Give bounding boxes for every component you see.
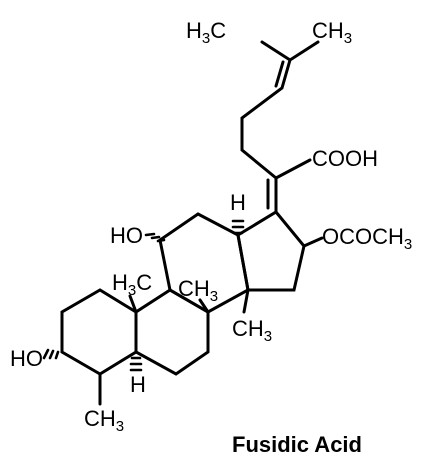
c14-methyl-bond [242, 288, 250, 314]
hashed-bonds [42, 219, 245, 372]
c3-hydroxyl-label: HO [10, 346, 43, 371]
side-chain-right-methyl-label: CH3 [312, 18, 352, 47]
acetoxy-bond [302, 236, 324, 248]
side-chain-double-bond [274, 60, 285, 88]
c4-methyl-label: CH3 [84, 406, 124, 435]
c8-methyl-bond [198, 298, 210, 314]
ring-d-bonds [236, 210, 306, 292]
c5-hydrogen-label: H [130, 372, 146, 397]
c13-hydrogen-hashed-bond [231, 219, 245, 235]
c13-hydrogen-label: H [230, 190, 246, 215]
c10-methyl-bond [128, 294, 138, 314]
c5-hydrogen-hashed-bond [129, 356, 143, 372]
c10-methyl-label: H3C [112, 270, 152, 299]
bond-skeleton [60, 40, 324, 406]
ring-b-bonds [134, 288, 210, 376]
acetoxy-label: OCOCH3 [322, 224, 412, 253]
c14-methyl-label: CH3 [232, 316, 272, 345]
c3-hydroxyl-hashed-bond [42, 348, 60, 360]
c8-methyl-label: CH3 [178, 276, 218, 305]
carboxylic-acid-label: COOH [312, 146, 378, 171]
c11-hydroxyl-hashed-bond [144, 232, 166, 243]
ring-a-bonds [60, 288, 138, 376]
side-chain-bonds [240, 40, 320, 214]
c11-hydroxyl-label: HO [110, 223, 143, 248]
atom-labels: H3C CH3 COOH OCOCH3 HO H H3C CH3 CH3 HO … [10, 18, 412, 435]
carboxyl-bond [274, 158, 312, 180]
molecule-name-caption: Fusidic Acid [232, 432, 362, 456]
side-chain-left-methyl-label: H3C [186, 18, 226, 47]
